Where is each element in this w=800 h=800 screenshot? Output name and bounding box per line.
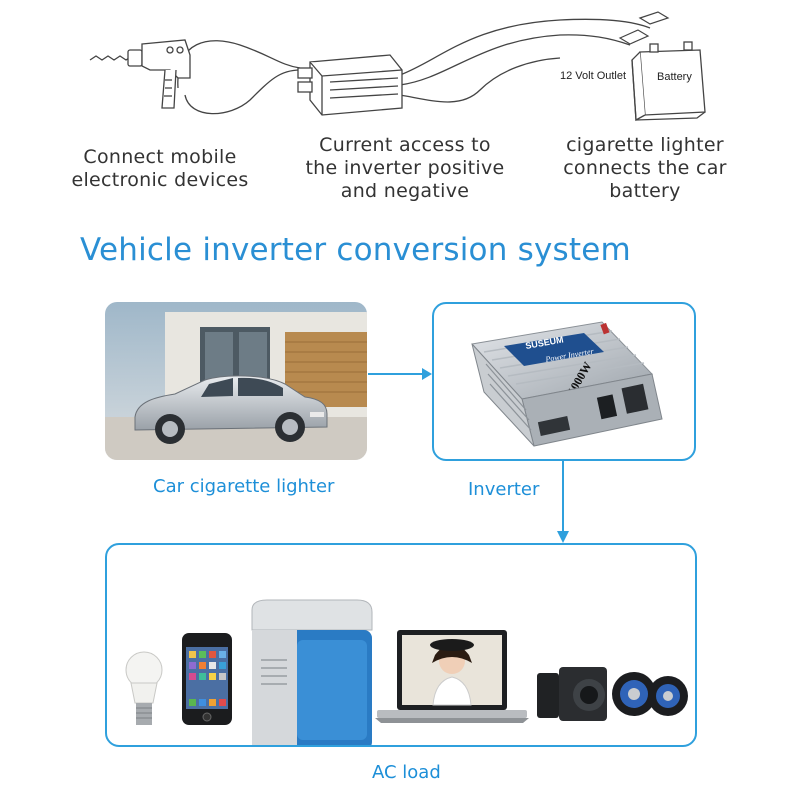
caption-right-line2: connects the car xyxy=(563,157,727,179)
laptop-icon xyxy=(375,630,529,723)
caption-left-line2: electronic devices xyxy=(71,169,249,191)
caption-mid-line3: and negative xyxy=(340,180,470,202)
battery-icon xyxy=(631,41,706,122)
car-photo xyxy=(105,302,367,460)
ac-load-box xyxy=(105,543,697,750)
ac-load-label: AC load xyxy=(372,762,441,783)
car-cigarette-lighter-label: Car cigarette lighter xyxy=(153,476,335,497)
cooler-icon xyxy=(251,599,373,750)
caption-right-line3: battery xyxy=(609,180,681,202)
caption-mid-line2: the inverter positive xyxy=(305,157,505,179)
arrow-car-to-inverter xyxy=(368,368,432,380)
diagram-title: Vehicle inverter conversion system xyxy=(80,232,631,268)
phone-icon xyxy=(182,633,232,725)
top-illustration: 12 Volt Outlet Battery xyxy=(89,11,706,122)
caption-left-line1: Connect mobile xyxy=(83,146,237,168)
caption-mid-line1: Current access to xyxy=(319,134,491,156)
inverter-icon xyxy=(297,54,403,116)
speaker-icon xyxy=(612,672,688,716)
battery-label: Battery xyxy=(657,71,692,83)
drill-icon xyxy=(89,39,191,109)
inverter-photo: SUSEUM Power Inverter 1000W xyxy=(471,321,663,447)
caption-connect-devices: Connect mobile electronic devices xyxy=(60,146,260,192)
caption-cigarette-lighter: cigarette lighter connects the car batte… xyxy=(545,134,745,203)
outlet-label: 12 Volt Outlet xyxy=(560,70,626,82)
bulb-icon xyxy=(125,651,163,725)
inverter-box: SUSEUM Power Inverter 1000W xyxy=(432,302,696,461)
car-icon xyxy=(134,375,328,444)
caption-right-line1: cigarette lighter xyxy=(566,134,724,156)
arrow-inverter-to-load xyxy=(557,459,569,543)
camera-icon xyxy=(537,667,607,721)
inverter-label: Inverter xyxy=(468,479,540,500)
caption-current-access: Current access to the inverter positive … xyxy=(295,134,515,203)
